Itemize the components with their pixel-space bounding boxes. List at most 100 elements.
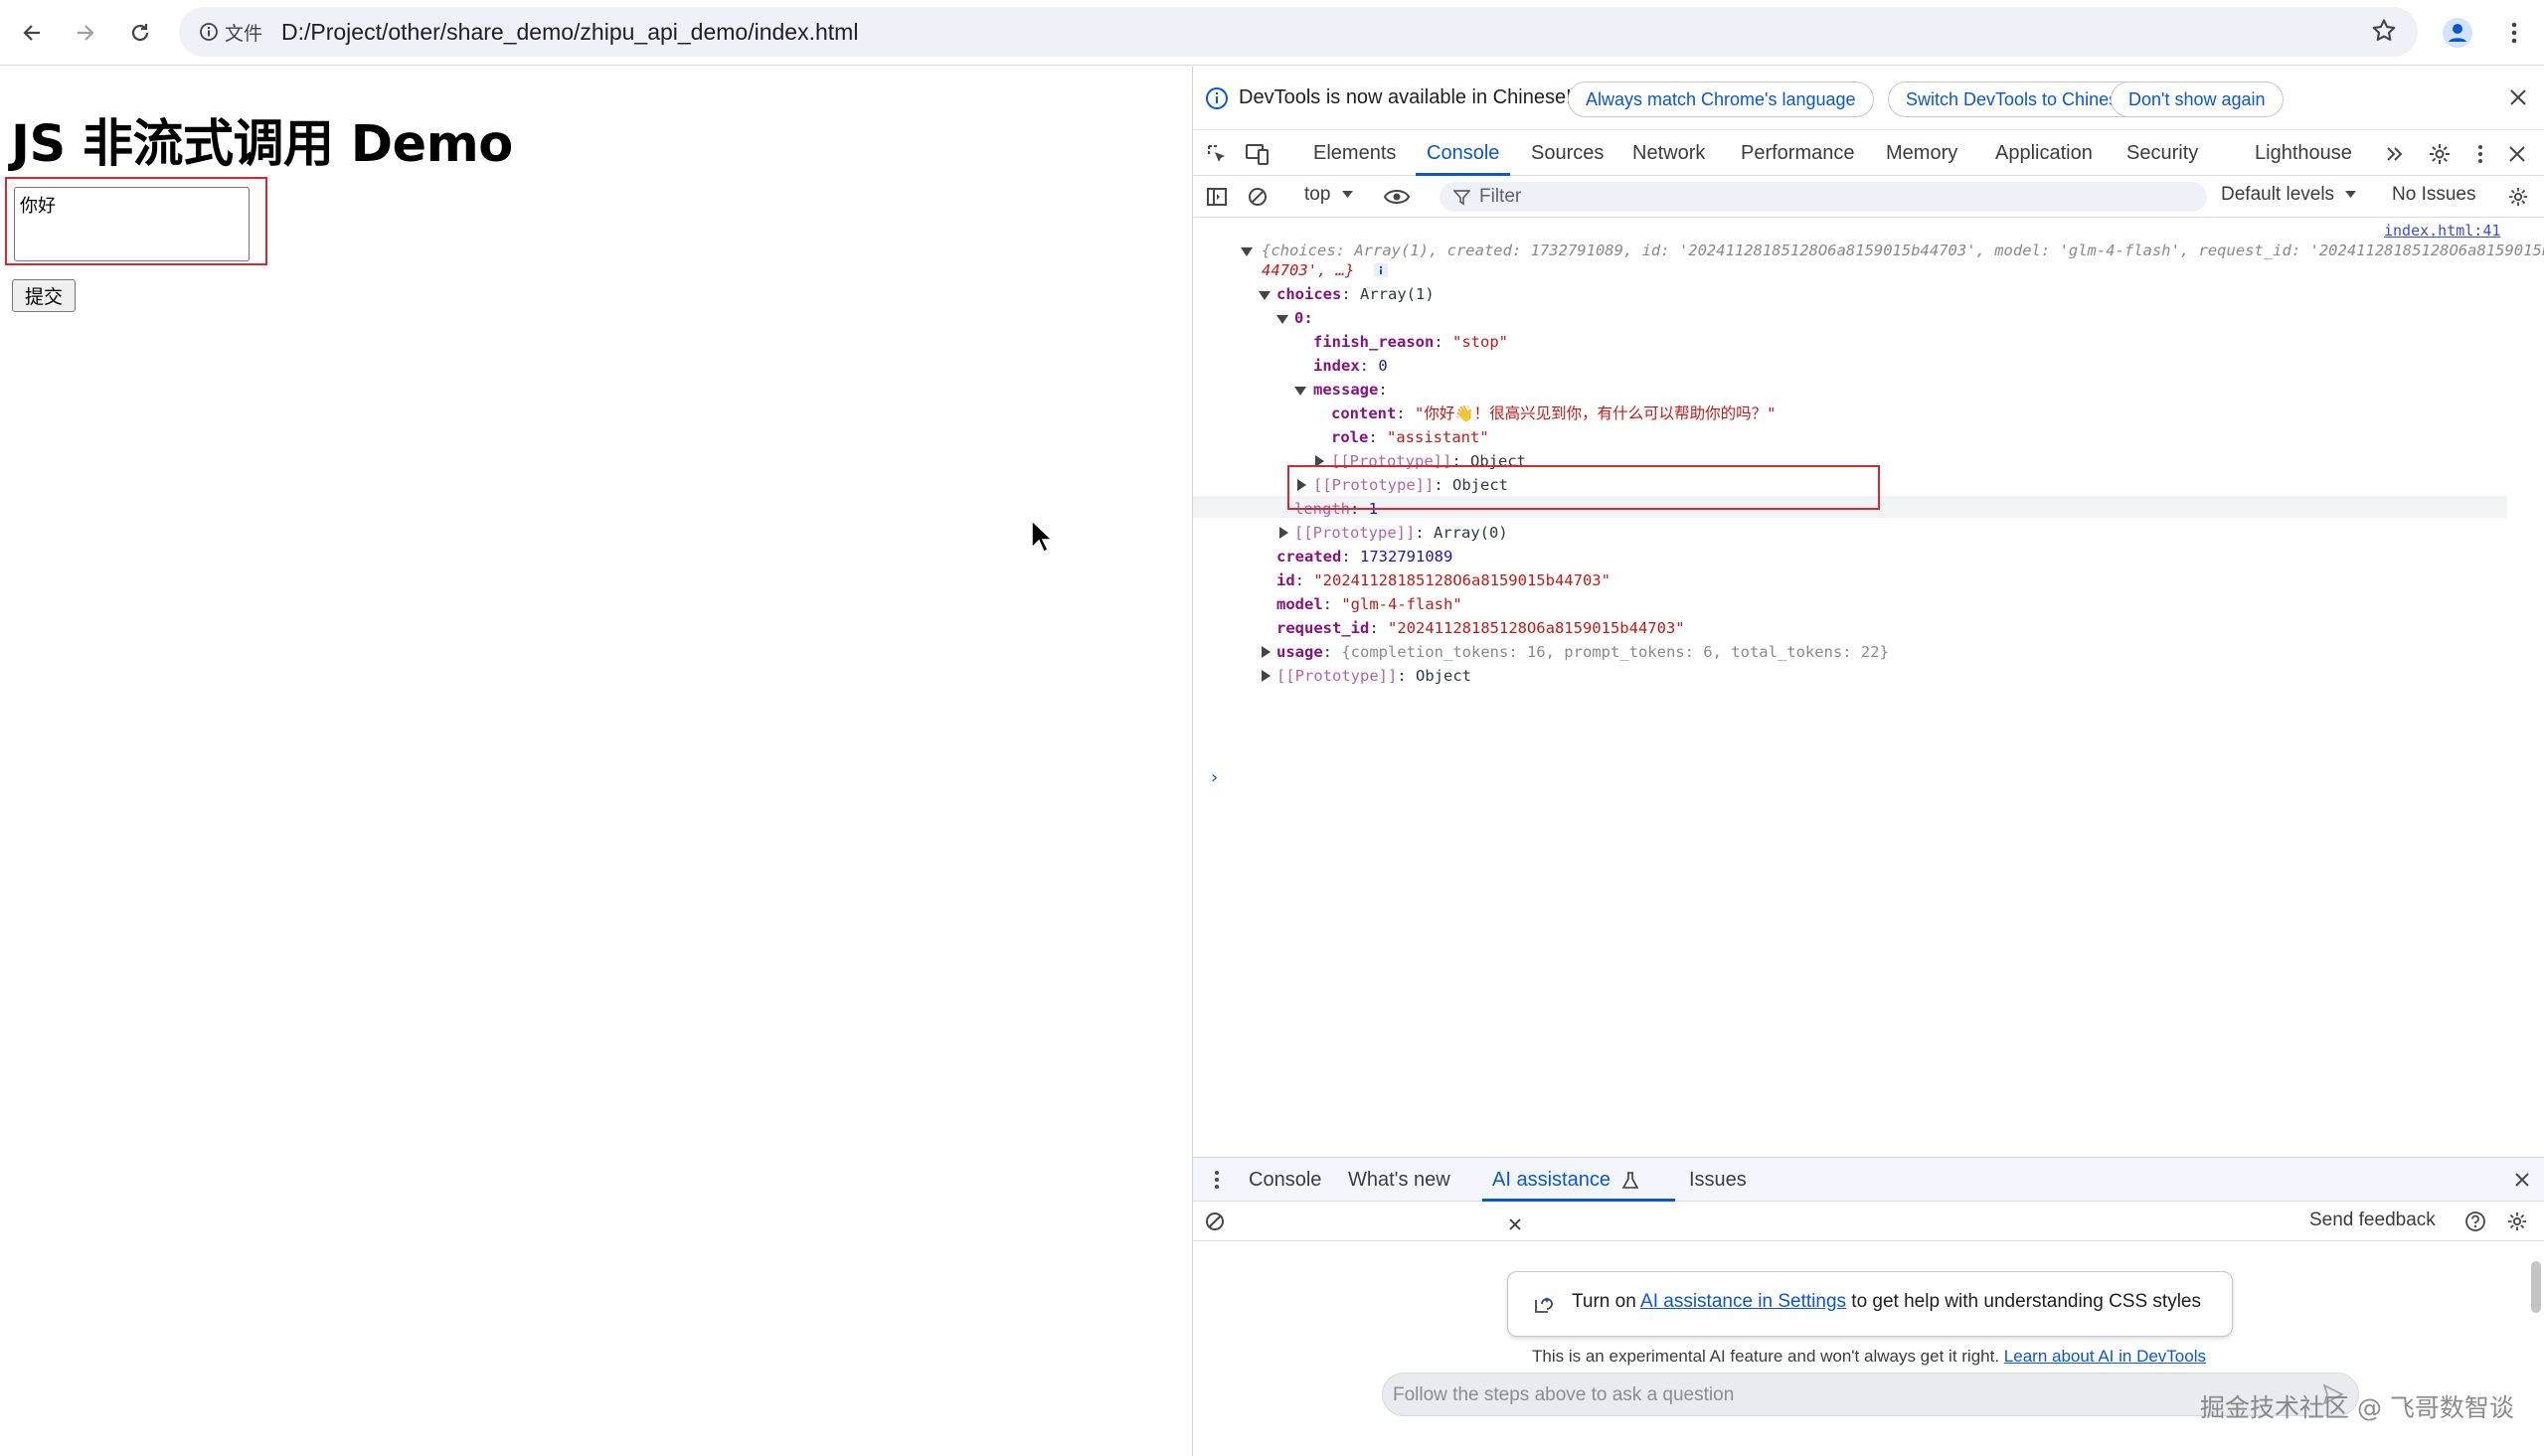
id-row: id: "20241128185128O6a8159015b44703" (1276, 571, 1611, 589)
value-index: 0 (1378, 357, 1388, 375)
drawer-tab-console[interactable]: Console (1249, 1169, 1322, 1191)
address-bar[interactable]: 文件 D:/Project/other/share_demo/zhipu_api… (179, 7, 2418, 57)
drawer-tab-issues[interactable]: Issues (1689, 1169, 1747, 1191)
hovered-row-background (1193, 496, 2507, 518)
root-prototype-row[interactable]: [[Prototype]]: Object (1276, 667, 1471, 685)
back-arrow-icon[interactable] (13, 14, 51, 52)
tab-sources[interactable]: Sources (1531, 142, 1605, 164)
url-text[interactable]: D:/Project/other/share_demo/zhipu_api_de… (281, 19, 859, 45)
highlight-box-input: 你好 (5, 177, 267, 265)
card-text-after: to get help with understanding CSS style… (1846, 1291, 2201, 1312)
close-drawer-icon[interactable] (2508, 1166, 2536, 1194)
console-prompt-caret-icon[interactable]: › (1209, 767, 1220, 788)
web-page: JS 非流式调用 Demo 你好 提交 (0, 67, 1191, 1456)
value-prototype: Object (1416, 667, 1471, 685)
clear-chat-icon[interactable] (1201, 1208, 1229, 1235)
sidebar-toggle-icon[interactable] (1203, 183, 1231, 211)
drawer-tab-ai-assistance[interactable]: AI assistance (1482, 1158, 1675, 1230)
tab-elements[interactable]: Elements (1313, 142, 1397, 164)
drawer-scrollbar[interactable] (2531, 1261, 2541, 1313)
collapsed-triangle-icon[interactable] (1279, 527, 1288, 539)
log-summary-line-1[interactable]: {choices: Array(1), created: 1732791089,… (1262, 242, 2544, 259)
dropdown-caret-icon (2345, 190, 2357, 199)
source-link[interactable]: index.html:41 (2384, 222, 2501, 240)
key-message: message (1313, 381, 1379, 399)
ai-input-placeholder: Follow the steps above to ask a question (1393, 1384, 1735, 1405)
send-feedback-link[interactable]: Send feedback (2309, 1210, 2436, 1230)
array-index-0[interactable]: 0: (1294, 309, 1313, 327)
log-levels-dropdown[interactable]: Default levels (2221, 184, 2357, 206)
collapsed-triangle-icon[interactable] (1297, 479, 1306, 491)
settings-gear-icon[interactable] (2426, 140, 2454, 168)
reload-icon[interactable] (121, 14, 159, 52)
collapsed-triangle-icon[interactable] (1262, 670, 1271, 682)
collapsed-triangle-icon[interactable] (1315, 455, 1324, 467)
choices-row[interactable]: choices: Array(1) (1276, 285, 1435, 303)
browser-toolbar: 文件 D:/Project/other/share_demo/zhipu_api… (0, 0, 2544, 66)
expand-triangle-icon[interactable] (1276, 315, 1288, 324)
expand-triangle-icon[interactable] (1259, 291, 1271, 300)
key-request-id: request_id (1276, 619, 1370, 637)
tab-lighthouse[interactable]: Lighthouse (2255, 142, 2352, 164)
clear-console-icon[interactable] (1244, 183, 1272, 211)
ai-settings-link[interactable]: AI assistance in Settings (1640, 1291, 1847, 1312)
star-bookmark-icon[interactable] (2370, 17, 2400, 47)
expand-triangle-icon[interactable] (1241, 247, 1253, 256)
close-tab-icon[interactable] (1508, 1217, 1522, 1231)
usage-row[interactable]: usage: {completion_tokens: 16, prompt_to… (1276, 643, 1889, 661)
switch-to-chinese-button[interactable]: Switch DevTools to Chinese (1888, 81, 2146, 117)
close-devtools-icon[interactable] (2503, 140, 2531, 168)
filter-input[interactable]: Filter (1440, 182, 2207, 212)
console-output: index.html:41 {choices: Array(1), create… (1193, 218, 2544, 1157)
expand-triangle-icon[interactable] (1294, 387, 1306, 396)
tab-security[interactable]: Security (2126, 142, 2199, 164)
more-tabs-chevron-icon[interactable] (2381, 140, 2409, 168)
ai-question-input[interactable]: Follow the steps above to ask a question (1382, 1373, 2359, 1416)
key-role: role (1331, 428, 1369, 446)
learn-ai-link[interactable]: Learn about AI in DevTools (2003, 1347, 2206, 1366)
profile-avatar-icon[interactable] (2439, 14, 2476, 52)
tab-application[interactable]: Application (1995, 142, 2093, 164)
match-language-button[interactable]: Always match Chrome's language (1568, 81, 1874, 117)
key-prototype: [[Prototype]] (1276, 667, 1398, 685)
inspect-element-icon[interactable] (1203, 140, 1231, 168)
tab-performance[interactable]: Performance (1741, 142, 1855, 164)
issues-counter[interactable]: No Issues (2392, 184, 2476, 205)
tab-network[interactable]: Network (1632, 142, 1706, 164)
value-id: "20241128185128O6a8159015b44703" (1313, 571, 1611, 589)
devtools-menu-icon[interactable] (2466, 140, 2494, 168)
value-usage: {completion_tokens: 16, prompt_tokens: 6… (1341, 643, 1889, 661)
collapsed-triangle-icon[interactable] (1262, 646, 1271, 658)
site-info-chip[interactable]: 文件 (189, 14, 272, 50)
submit-button[interactable]: 提交 (12, 279, 76, 312)
key-choices: choices (1276, 285, 1342, 303)
key-prototype: [[Prototype]] (1313, 476, 1435, 494)
drawer-tab-whats-new[interactable]: What's new (1348, 1169, 1450, 1191)
forward-arrow-icon[interactable] (67, 14, 104, 52)
send-arrow-icon[interactable] (2322, 1383, 2344, 1405)
device-toolbar-icon[interactable] (1244, 140, 1272, 168)
value-role: "assistant" (1387, 428, 1489, 446)
info-circle-icon (199, 22, 219, 42)
help-circle-icon[interactable] (2461, 1208, 2489, 1235)
ai-toolbar: Send feedback (1193, 1202, 2544, 1241)
ai-onboarding-card: Turn on AI assistance in Settings to get… (1507, 1271, 2233, 1337)
live-expression-eye-icon[interactable] (1383, 183, 1411, 211)
model-row: model: "glm-4-flash" (1276, 595, 1462, 613)
ai-settings-gear-icon[interactable] (2503, 1208, 2531, 1235)
context-dropdown[interactable]: top (1304, 184, 1353, 206)
watermark-text: 掘金技术社区 @ 飞哥数智谈 (2200, 1393, 2514, 1422)
prompt-textarea[interactable]: 你好 (14, 187, 250, 261)
console-settings-gear-icon[interactable] (2504, 183, 2532, 211)
close-icon[interactable] (2507, 86, 2529, 108)
array-prototype-row[interactable]: [[Prototype]]: Array(0) (1294, 524, 1508, 542)
kebab-menu-icon[interactable] (2495, 14, 2533, 52)
drawer-menu-icon[interactable] (1203, 1166, 1231, 1194)
tab-memory[interactable]: Memory (1886, 142, 1958, 164)
dropdown-caret-icon (1341, 190, 1353, 199)
dont-show-again-button[interactable]: Don't show again (2111, 81, 2284, 117)
tab-console[interactable]: Console (1416, 130, 1511, 176)
message-row[interactable]: message: (1313, 381, 1388, 399)
filter-funnel-icon (1453, 189, 1470, 206)
item-prototype-row[interactable]: [[Prototype]]: Object (1313, 476, 1508, 494)
